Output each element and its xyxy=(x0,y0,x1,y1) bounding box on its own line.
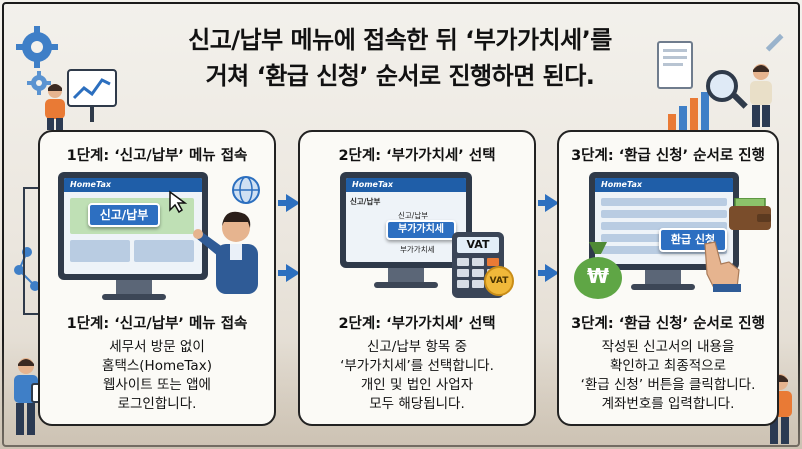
flow-arrow xyxy=(545,264,559,282)
menu-item-vat-selected[interactable]: 부가가치세 xyxy=(386,220,456,240)
desc-line: 작성된 신고서의 내용을 xyxy=(601,339,735,355)
flow-arrow-tail xyxy=(278,270,288,276)
flow-connector-line xyxy=(23,187,40,315)
desc-line: 신고/납부 항목 중 xyxy=(366,339,468,355)
gear-icon xyxy=(27,71,51,95)
flow-arrow-tail xyxy=(538,270,548,276)
monitor-stand xyxy=(388,268,424,284)
monitor: HomeTax 신고/납부 신고/납부 부가가치세 부가가치세 xyxy=(340,172,472,268)
flow-arrow xyxy=(286,194,300,212)
cursor-icon xyxy=(169,190,188,214)
globe-icon xyxy=(232,176,260,204)
monitor: HomeTax 신고/납부 xyxy=(58,172,208,280)
headline-line-1: 신고/납부 메뉴에 접속한 뒤 ‘부가가치세’를 xyxy=(188,26,612,54)
person-icon xyxy=(750,64,772,127)
screen-block xyxy=(70,240,130,262)
desc-line: 웹사이트 또는 앱에 xyxy=(103,377,211,393)
step-1-subtitle: 1단계: ‘신고/납부’ 메뉴 접속 xyxy=(66,316,248,332)
monitor-base xyxy=(374,282,438,288)
tab-tax-filing[interactable]: 신고/납부 xyxy=(350,197,381,206)
desc-line: 세무서 방문 없이 xyxy=(109,339,205,355)
step-1-title: 1단계: ‘신고/납부’ 메뉴 접속 xyxy=(66,148,248,164)
menu-item-tax-filing[interactable]: 신고/납부 xyxy=(398,211,429,220)
won-symbol: ₩ xyxy=(586,264,610,288)
gear-icon xyxy=(16,26,58,68)
flow-arrow-tail xyxy=(538,200,548,206)
menu-item-vat[interactable]: 부가가치세 xyxy=(400,245,435,254)
bar-chart-icon xyxy=(668,92,709,130)
flow-arrow-tail xyxy=(278,200,288,206)
step-3-subtitle: 3단계: ‘환급 신청’ 순서로 진행 xyxy=(571,316,765,332)
step-card-1: 1단계: ‘신고/납부’ 메뉴 접속 HomeTax 신고/납부 1단계: ‘신… xyxy=(38,130,276,426)
magnifier-icon xyxy=(706,70,748,109)
form-row xyxy=(601,198,727,206)
calculator-display: VAT xyxy=(457,237,499,253)
desc-line: 개인 및 법인 사업자 xyxy=(360,377,474,393)
step-card-2: 2단계: ‘부가가치세’ 선택 HomeTax 신고/납부 신고/납부 부가가치… xyxy=(298,130,536,426)
hometax-brand: HomeTax xyxy=(595,178,733,192)
step-2-description: 신고/납부 항목 중 ‘부가가치세’를 선택합니다. 개인 및 법인 사업자 모… xyxy=(300,338,534,414)
monitor-base xyxy=(102,294,166,300)
pointing-hand-icon xyxy=(704,241,741,292)
step-2-subtitle: 2단계: ‘부가가치세’ 선택 xyxy=(338,316,496,332)
person-icon xyxy=(45,84,65,130)
monitor-stand xyxy=(645,270,681,286)
form-row xyxy=(601,210,727,218)
menu-button-tax-filing[interactable]: 신고/납부 xyxy=(88,203,160,227)
step-2-title: 2단계: ‘부가가치세’ 선택 xyxy=(338,148,496,164)
desc-line: ‘환급 신청’ 버튼을 클릭합니다. xyxy=(580,377,756,393)
desc-line: 모두 해당됩니다. xyxy=(369,396,465,412)
hometax-brand: HomeTax xyxy=(346,178,466,192)
monitor-base xyxy=(631,284,695,290)
monitor-stand xyxy=(116,280,152,296)
screen: HomeTax 신고/납부 xyxy=(64,178,202,274)
screen: HomeTax 신고/납부 신고/납부 부가가치세 부가가치세 xyxy=(346,178,466,262)
flow-arrow xyxy=(286,264,300,282)
desc-line: ‘부가가치세’를 선택합니다. xyxy=(340,358,494,374)
presenter-person-icon xyxy=(193,211,258,294)
desc-line: 확인하고 최종적으로 xyxy=(609,358,727,374)
step-3-title: 3단계: ‘환급 신청’ 순서로 진행 xyxy=(571,148,765,164)
step-3-description: 작성된 신고서의 내용을 확인하고 최종적으로 ‘환급 신청’ 버튼을 클릭합니… xyxy=(559,338,777,414)
screen-block xyxy=(134,240,194,262)
document-icon xyxy=(657,41,693,89)
desc-line: 홈택스(HomeTax) xyxy=(102,358,212,374)
headline-line-2: 거쳐 ‘환급 신청’ 순서로 진행하면 된다. xyxy=(205,62,595,90)
pencil-icon xyxy=(765,33,784,52)
desc-line: 계좌번호를 입력합니다. xyxy=(601,396,735,412)
vat-coin-icon: VAT xyxy=(484,266,514,296)
wallet-icon xyxy=(729,198,771,230)
form-row xyxy=(601,222,727,230)
step-card-3: 3단계: ‘환급 신청’ 순서로 진행 HomeTax 환급 신청 ₩ 3단계:… xyxy=(557,130,779,426)
desc-line: 로그인합니다. xyxy=(117,396,197,412)
hometax-brand: HomeTax xyxy=(64,178,202,192)
money-bag-icon xyxy=(574,242,622,299)
flow-arrow xyxy=(545,194,559,212)
step-1-description: 세무서 방문 없이 홈택스(HomeTax) 웹사이트 또는 앱에 로그인합니다… xyxy=(40,338,274,414)
chart-board-icon xyxy=(67,69,117,122)
